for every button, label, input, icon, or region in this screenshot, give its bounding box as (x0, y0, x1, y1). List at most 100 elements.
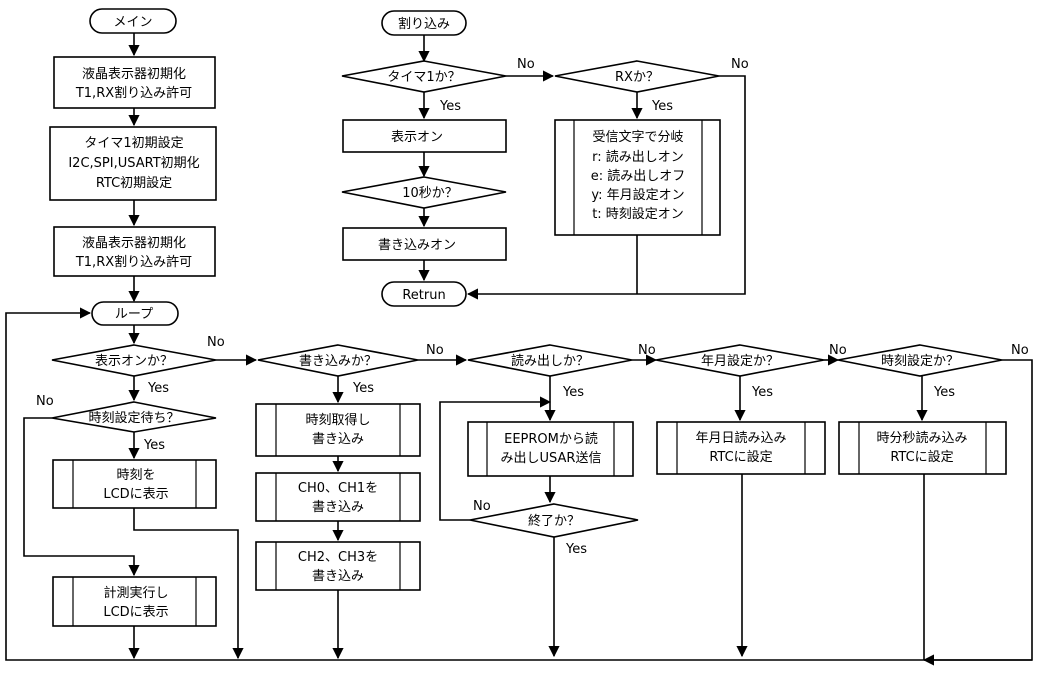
label-time-yes: Yes (933, 385, 955, 400)
ch23-write-line2: 書き込み (312, 569, 364, 584)
decision-time-set (837, 344, 1003, 377)
loop-flow: 表示オンか？ 時刻設定待ち？ 時刻を LCDに表示 計測実行し LCDに表示 書… (51, 344, 1007, 627)
arrow-rx-no (466, 75, 746, 300)
label-end-yes: Yes (565, 542, 587, 557)
process-lcd-init-1 (53, 56, 216, 109)
label-ym-yes: Yes (751, 385, 773, 400)
terminal-interrupt-start (381, 10, 467, 36)
label-display-no: No (207, 335, 225, 350)
decision-ym (655, 344, 825, 377)
connectors (5, 33, 1033, 666)
decision-10sec-label: 10秒か？ (402, 186, 458, 201)
decision-rx (554, 60, 720, 93)
terminal-loop (91, 301, 179, 326)
label-read-no: No (638, 343, 656, 358)
label-end-no: No (473, 499, 491, 514)
rx-branch-line5: t: 時刻設定オン (592, 206, 684, 222)
decision-10sec (341, 176, 507, 209)
measure-line2: LCDに表示 (103, 605, 168, 620)
ym-set-line2: RTCに設定 (709, 449, 772, 465)
subprocess-get-time-write (255, 403, 421, 457)
ch01-write-line1: CH0、CH1を (298, 481, 378, 496)
label-timer-no: No (517, 57, 535, 72)
process-lcd-init-1-line1: 液晶表示器初期化 (82, 67, 186, 82)
decision-write-label: 書き込みか？ (299, 354, 377, 369)
process-lcd-init-1-line2: T1,RX割り込み許可 (75, 85, 192, 101)
main-flow: メイン 液晶表示器初期化 T1,RX割り込み許可 タイマ1初期設定 I2C,SP… (49, 8, 217, 326)
subprocess-measure (52, 576, 217, 627)
process-lcd-init-2-line2: T1,RX割り込み許可 (75, 254, 192, 270)
arrow-wait-no (23, 417, 140, 577)
process-display-on-label: 表示オン (391, 130, 443, 145)
label-rx-yes: Yes (651, 99, 673, 114)
subprocess-ch23-write (255, 541, 421, 591)
decision-display-on-label: 表示オンか？ (95, 354, 173, 369)
measure-line1: 計測実行し (103, 585, 168, 601)
ch01-write-line2: 書き込み (312, 500, 364, 515)
decision-write (257, 344, 419, 377)
subprocess-rx-branch (554, 119, 721, 236)
show-time-line1: 時刻を (116, 468, 155, 483)
hms-set-line1: 時分秒読み込み (876, 430, 967, 446)
label-display-yes: Yes (147, 381, 169, 396)
subprocess-show-time (52, 459, 217, 509)
interrupt-flow: 割り込み タイマ1か？ 表示オン 10秒か？ 書き込みオン Retrun RXか… (341, 10, 721, 307)
label-rx-no: No (731, 57, 749, 72)
branch-labels: Yes No Yes No Yes No Yes No Yes No Yes N… (36, 57, 1029, 557)
hms-set-line2: RTCに設定 (890, 449, 953, 465)
return-label: Retrun (402, 288, 445, 303)
decision-read-label: 読み出しか？ (511, 353, 589, 369)
process-lcd-init-2-line1: 液晶表示器初期化 (82, 236, 186, 251)
label-wait-yes: Yes (143, 438, 165, 453)
decision-rx-label: RXか？ (615, 70, 659, 85)
get-time-write-line1: 時刻取得し (305, 412, 370, 428)
decision-end-label: 終了か？ (528, 513, 580, 529)
process-write-on-label: 書き込みオン (378, 238, 456, 253)
decision-end (469, 503, 639, 538)
decision-time-wait (51, 401, 217, 433)
label-time-no: No (1011, 343, 1029, 358)
arrow-time-no (922, 359, 1033, 666)
label-read-yes: Yes (562, 385, 584, 400)
process-init-line1: タイマ1初期設定 (84, 135, 183, 151)
eeprom-read-line2: み出しUSAR送信 (501, 451, 602, 466)
decision-display-on (51, 344, 217, 377)
rx-branch-line1: 受信文字で分岐 (592, 130, 683, 145)
subprocess-hms-set (838, 421, 1007, 475)
eeprom-read-line1: EEPROMから読 (504, 431, 598, 447)
arrow-show-time-down (133, 508, 244, 660)
decision-read (467, 344, 633, 377)
label-write-no: No (426, 343, 444, 358)
process-init-peripherals (49, 126, 217, 201)
ym-set-line1: 年月日読み込み (695, 430, 786, 446)
label-ym-no: No (829, 343, 847, 358)
rx-branch-line2: r: 読み出しオン (592, 149, 684, 165)
rx-branch-line4: y: 年月設定オン (591, 187, 684, 203)
decision-timer1-label: タイマ1か？ (387, 70, 460, 85)
label-write-yes: Yes (352, 381, 374, 396)
decision-time-wait-label: 時刻設定待ち？ (88, 410, 179, 426)
arrow-end-no (439, 396, 552, 521)
terminal-return (381, 281, 467, 307)
subprocess-ch01-write (255, 472, 421, 522)
terminal-main-start (89, 8, 177, 34)
label-wait-no: No (36, 394, 54, 409)
process-lcd-init-2 (53, 226, 216, 277)
process-init-line2: I2C,SPI,USART初期化 (68, 156, 199, 171)
loop-label: ループ (115, 307, 153, 322)
show-time-line2: LCDに表示 (103, 487, 168, 502)
decision-timer1 (341, 60, 507, 93)
main-start-label: メイン (113, 15, 152, 30)
process-display-on (342, 119, 507, 153)
process-init-line3: RTC初期設定 (96, 175, 172, 191)
subprocess-eeprom-read (467, 421, 634, 477)
interrupt-start-label: 割り込み (398, 16, 450, 32)
label-timer-yes: Yes (439, 99, 461, 114)
arrow-loop-back (5, 307, 1032, 661)
decision-time-set-label: 時刻設定か？ (881, 353, 959, 369)
subprocess-ym-set (656, 421, 826, 475)
ch23-write-line1: CH2、CH3を (298, 550, 378, 565)
process-write-on (342, 227, 507, 261)
rx-branch-line3: e: 読み出しオフ (591, 168, 686, 184)
